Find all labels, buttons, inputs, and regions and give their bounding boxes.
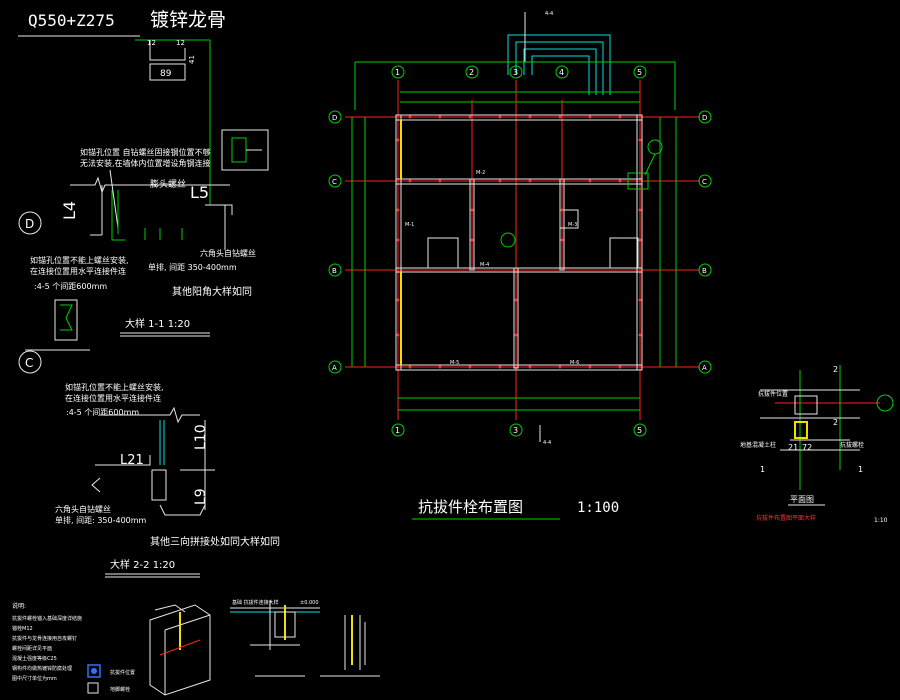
plan-row-tags [328,110,712,374]
legend-1: 抗拔件位置 [110,669,135,676]
dim-b: 12 [176,39,185,47]
axis-tag-d2-circle [18,350,42,374]
d1-other-corners: 其他阳角大样如同 [172,285,252,298]
notes-line-5: 混凝土强度等级C25 [12,655,57,662]
plan-scale: 1:100 [577,500,619,516]
d2-note3: :4-5 个间距600mm [66,408,139,417]
c-profile-section: 12 12 89 41 [135,39,211,205]
d2-l10: L10 [193,424,209,450]
dr-scale: 1:10 [874,517,888,524]
d2-l9: L9 [193,488,209,505]
notes-line-4: 螺栓间距详见平面 [12,645,52,652]
row-right-b: B [702,267,707,275]
d2-note1: 如锚孔位置不能上螺丝安装, [65,382,164,392]
spec-title: Q550+Z275 [28,11,115,30]
d2-l21: L21 [120,453,144,468]
d2-caption: 大样 2-2 1:20 [110,558,175,571]
section-tag-top: 4-4 [545,11,553,17]
plan-col-tags-bottom [391,423,647,442]
row-right-d: D [702,114,707,122]
dr-n21: 21 [788,443,798,452]
col-top-4: 4 [559,68,564,77]
d2-spacing: 单排, 间距: 350-400mm [55,515,147,525]
dr-red-note: 抗拔件布置图平面大样 [756,514,816,522]
d1-note-top2: 无法安装,在墙体内位置增设角钢连接 [80,158,211,168]
notes-line-1: 抗拔件螺栓锚入基础深度详结施 [12,615,82,622]
row-right-c: C [702,178,707,186]
row-right-a: A [702,364,707,372]
dr-n22: 72 [802,443,812,452]
dr-label-left2: 地基混凝土柱 [740,441,776,449]
col-top-2: 2 [469,68,474,77]
notes-heading: 说明: [12,602,26,610]
d1-screw-label: 膨头螺丝 [150,178,186,190]
dim-a: 12 [147,39,156,47]
axis-tag-d1-circle [18,211,42,235]
detail-1-stud-profile [25,299,90,351]
plan-title: 抗拔件栓布置图 [418,498,523,516]
d2-note2: 在连接位置用水平连接件连 [65,393,161,403]
row-left-b: B [332,267,337,275]
anchor-section-detail [230,600,320,677]
room-tag-3: M-3 [568,222,577,228]
d2-other-joints: 其他三向拼接处如同大样如同 [150,535,280,548]
col-top-3: 3 [513,68,518,77]
legend-symbols [87,664,101,694]
material-title: 镀锌龙骨 [150,9,226,31]
detail-2-geometry [91,406,215,516]
plan-col-tags-top [391,65,647,79]
notes-line-6: 钢构件均做热镀锌防腐处理 [12,665,72,672]
d2-hex-screw: 六角头自钻螺丝 [55,504,111,514]
d1-l4: L4 [60,201,79,220]
section-tag: 4-4 [543,440,551,446]
dr-n2: 1 [858,465,863,474]
axis-tag-d2: C [25,356,33,370]
dr-label-right: 抗拔螺栓 [840,441,864,449]
col-top-1: 1 [395,68,400,77]
dim-lip: 41 [188,55,196,64]
small-detail-dim: ±0.000 [300,600,319,606]
col-top-5: 5 [637,68,642,77]
col-bottom-3: 3 [513,426,518,435]
anchor-isometric-detail [149,604,211,696]
d1-note-top: 如锚孔位置 自钻螺丝固接钢位置不够 [80,147,211,157]
d1-note-left3: :4-5 个间距600mm [34,282,107,291]
d1-note-left2: 在连接位置用水平连接件连 [30,266,126,276]
row-left-a: A [332,364,337,372]
room-tag-6: M-6 [570,360,579,366]
room-tag-2: M-2 [476,170,485,176]
anchor-plan-detail [760,365,894,506]
legend-2: 地脚螺栓 [110,686,130,693]
dr-title: 平面图 [790,495,814,504]
d1-note-left: 如锚孔位置不能上螺丝安装, [30,255,129,265]
detail-1-geometry [70,176,233,250]
dim-width: 89 [160,69,172,79]
dr-n1: 1 [760,465,765,474]
col-bottom-1: 1 [395,426,400,435]
room-tag-1: M-1 [405,222,414,228]
d1-l5: L5 [190,183,209,202]
row-left-d: D [332,114,337,122]
row-left-c: C [332,178,337,186]
d1-spacing: 单排, 间距 350-400mm [148,262,237,272]
dr-label-left1: 抗拔件位置 [758,390,788,398]
notes-line-7: 图中尺寸单位为mm [12,675,57,682]
room-tag-5: M-5 [450,360,459,366]
notes-line-3: 抗拔件与龙骨连接用自攻螺钉 [12,635,77,642]
col-bottom-5: 5 [637,426,642,435]
small-detail-label: 基础 抗拔件连接大样 [232,599,279,606]
room-tag-4: M-4 [480,262,489,268]
dr-num-mid: 2 [833,418,838,427]
notes-line-2: 锚栓M12 [12,625,33,632]
d1-hex-screw: 六角头自钻螺丝 [200,248,256,258]
dr-num-top: 2 [833,365,838,374]
wall-stud-detail [320,615,380,677]
small-lip-detail [221,129,269,171]
axis-tag-d1: D [25,217,34,231]
plan-drawing [345,12,700,420]
d1-caption: 大样 1-1 1:20 [125,317,190,330]
